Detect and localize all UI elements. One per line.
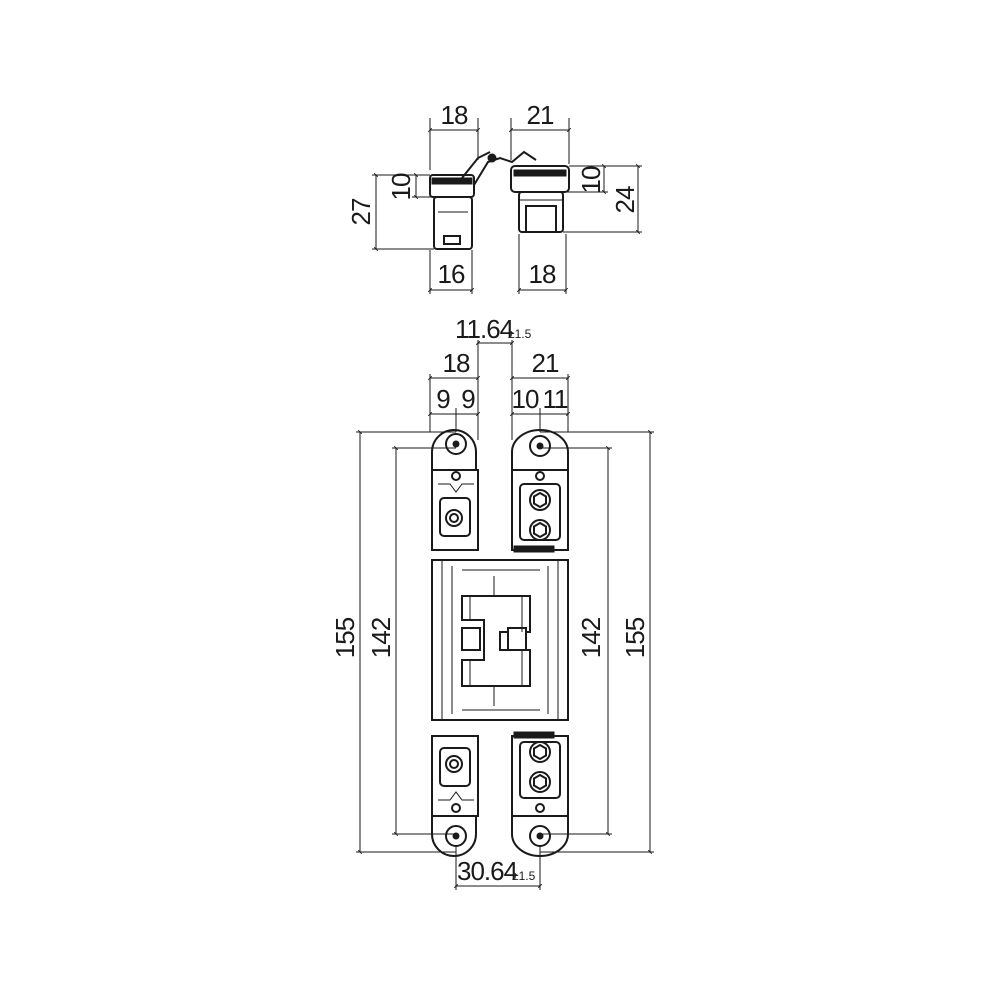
dim-right-a: 10 xyxy=(512,384,539,414)
front-view: 11.64 ±1.5 18 21 9 9 10 11 155 142 xyxy=(330,314,654,890)
dim-bottom-span: 30.64 xyxy=(457,856,518,886)
dim-height-inner-right: 142 xyxy=(576,617,606,658)
top-view-left-block xyxy=(429,150,537,250)
dim-gap: 11.64 xyxy=(455,314,514,344)
dim-left-b: 9 xyxy=(461,384,475,414)
dim-left-width: 18 xyxy=(443,348,470,378)
dim-gap-tolerance: ±1.5 xyxy=(508,327,532,341)
hinge-body xyxy=(431,559,569,721)
dim-bottom-span-tolerance: ±1.5 xyxy=(512,869,536,883)
dim-height-inner-left: 142 xyxy=(366,617,396,658)
dim-top-right-bottom-width: 18 xyxy=(529,259,556,289)
dim-left-a: 9 xyxy=(436,384,450,414)
left-leaf xyxy=(431,429,479,857)
dim-top-left-height: 27 xyxy=(346,198,376,225)
top-view: 18 21 27 10 10 24 16 18 xyxy=(346,100,642,294)
dim-top-right-flange: 10 xyxy=(576,166,606,193)
dim-height-outer-left: 155 xyxy=(330,617,360,658)
dim-top-right-height: 24 xyxy=(610,186,640,213)
dim-top-left-width: 18 xyxy=(441,100,468,130)
dim-right-b: 11 xyxy=(543,384,569,414)
dim-height-outer-right: 155 xyxy=(620,617,650,658)
dim-top-left-bottom-width: 16 xyxy=(438,259,465,289)
dim-top-left-flange: 10 xyxy=(386,173,416,200)
dim-right-width: 21 xyxy=(532,348,559,378)
top-view-right-block xyxy=(510,165,570,233)
dim-top-right-width: 21 xyxy=(527,100,554,130)
